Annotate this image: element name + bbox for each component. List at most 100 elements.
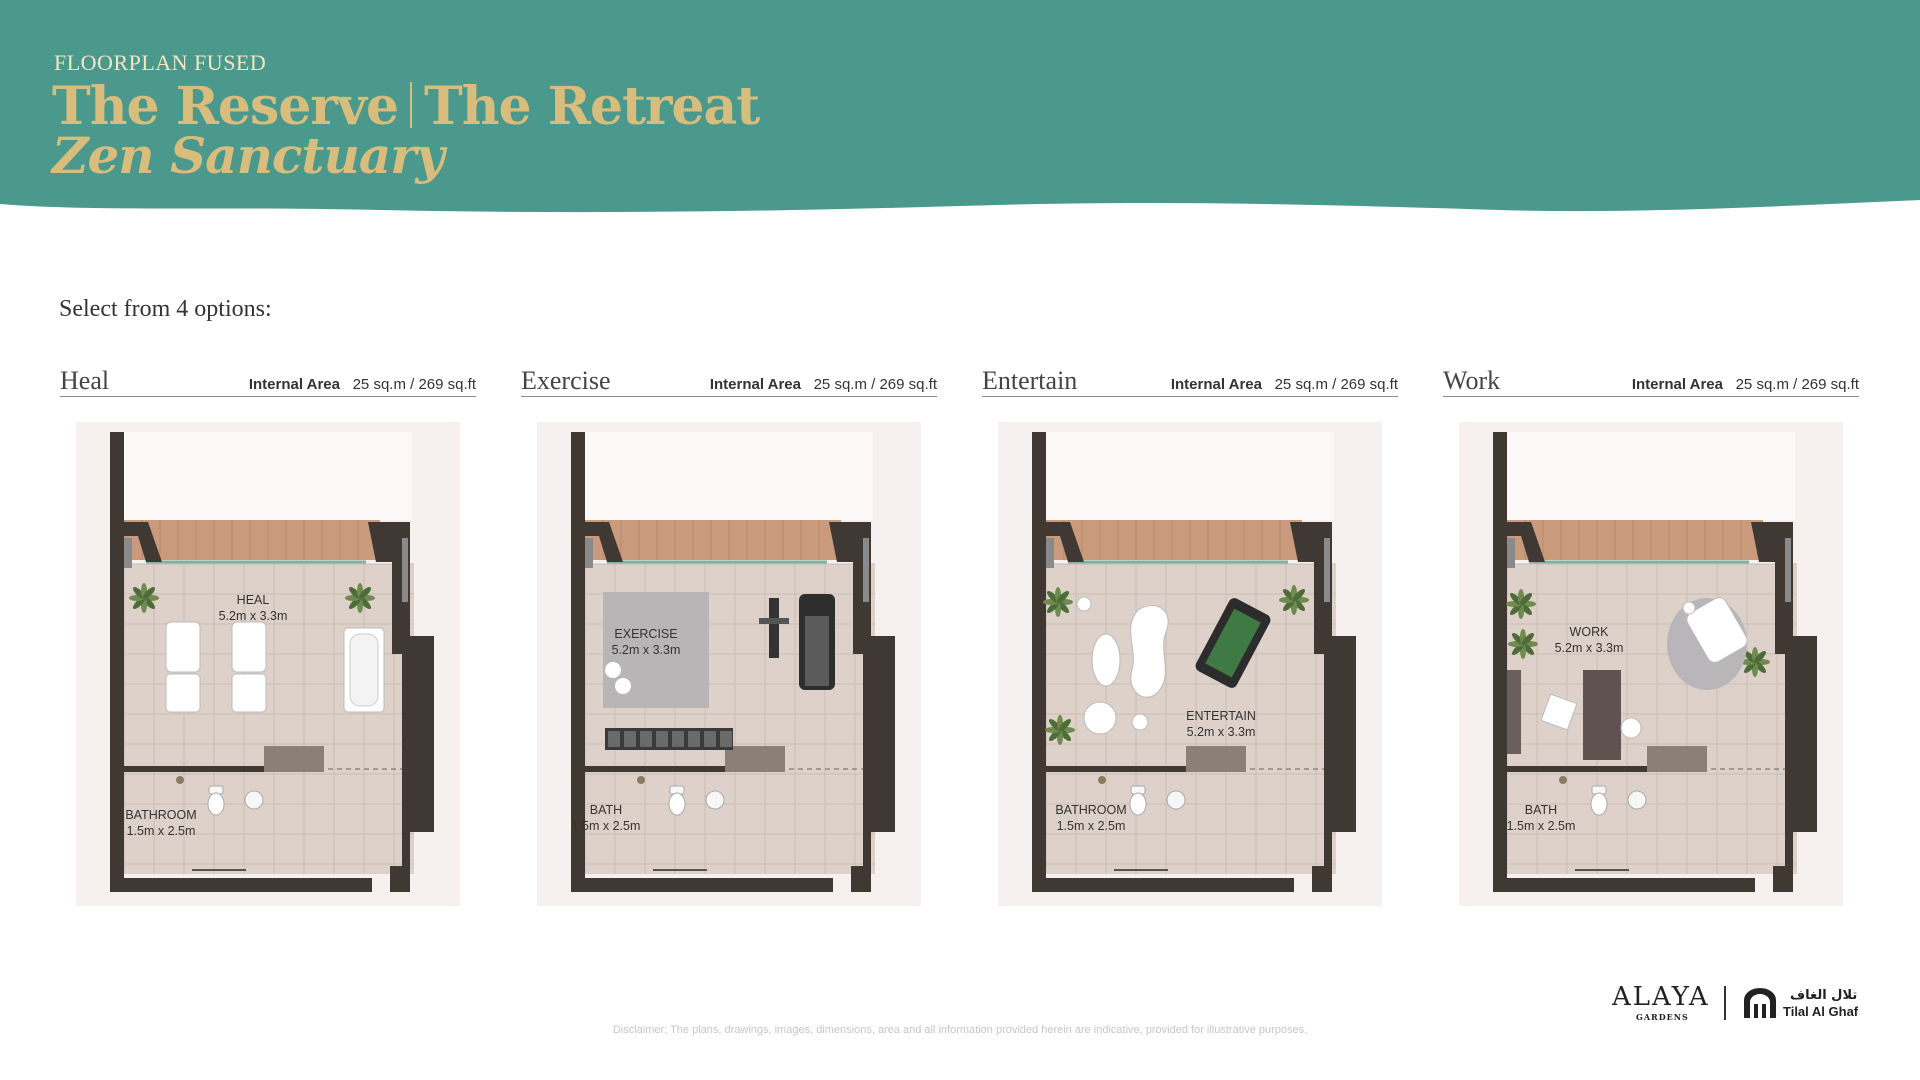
wall-corner-left [585, 522, 623, 562]
main-room-name: EXERCISE [614, 627, 678, 641]
option-name: Work [1443, 366, 1501, 395]
bath-room-name: BATH [589, 803, 623, 817]
wall-bottom [1493, 878, 1755, 892]
bath-room-label: BATHROOM 1.5m x 2.5m [106, 807, 216, 839]
bathroom-partition [585, 766, 785, 772]
wall-left [110, 432, 124, 892]
coffee-table-icon [1091, 633, 1121, 687]
floorplan-drawing [76, 422, 460, 906]
area-label: Internal Area [248, 376, 340, 393]
wall-bottom [571, 878, 833, 892]
bath-room-label: BATHROOM 1.5m x 2.5m [1036, 802, 1146, 834]
area-value: 25 sq.m / 269 sq.ft [813, 376, 937, 393]
floorplan-drawing [1459, 422, 1843, 906]
main-room-dims: 5.2m x 3.3m [1186, 725, 1256, 739]
main-room-dims: 5.2m x 3.3m [611, 643, 681, 657]
option-header: Exercise Internal Area 25 sq.m / 269 sq.… [521, 364, 937, 397]
basin-icon [244, 790, 264, 810]
wall-detail [1324, 538, 1330, 602]
title-reserve: The Reserve [52, 76, 399, 137]
options-intro: Select from 4 options: [59, 296, 272, 322]
main-room-name: HEAL [236, 593, 270, 607]
fixture-icon [176, 776, 184, 784]
main-room-dims: 5.2m x 3.3m [1554, 641, 1624, 655]
fixture-icon [1098, 776, 1106, 784]
option-header: Entertain Internal Area 25 sq.m / 269 sq… [982, 364, 1398, 397]
basin-icon [705, 790, 725, 810]
dumbbell-rack-icon [605, 728, 733, 750]
terrace-area [1034, 432, 1334, 520]
desk-icon [1583, 670, 1621, 760]
wall-right [1751, 522, 1817, 892]
plant-icon [1508, 629, 1538, 659]
wall-corner-left [124, 522, 162, 562]
bathroom-partition [124, 766, 324, 772]
tiled-floor [124, 564, 414, 874]
area-value: 25 sq.m / 269 sq.ft [352, 376, 476, 393]
vanity-counter [1647, 746, 1707, 772]
floorplan-work: WORK 5.2m x 3.3m BATH 1.5m x 2.5m [1459, 422, 1843, 906]
eyebrow-label: FLOORPLAN FUSED [54, 50, 267, 75]
alaya-gardens-text: GARDENS [1636, 1012, 1689, 1022]
stool-icon [605, 662, 621, 678]
area-label: Internal Area [709, 376, 801, 393]
title-divider [410, 82, 413, 128]
vanity-counter [1186, 746, 1246, 772]
option-name: Heal [60, 366, 110, 395]
fixture-icon [1559, 776, 1567, 784]
tilal-al-ghaf-logo: Tilal Al Ghaf [1783, 1004, 1859, 1019]
terrace-area [112, 432, 412, 520]
side-table-icon [1131, 713, 1149, 731]
wall-right [368, 522, 434, 892]
terrace-area [1495, 432, 1795, 520]
main-room-name: WORK [1569, 625, 1609, 639]
wall-corner-left [1046, 522, 1084, 562]
bath-room-label: BATH 1.5m x 2.5m [1486, 802, 1596, 834]
plant-icon [1506, 589, 1536, 619]
area-value: 25 sq.m / 269 sq.ft [1274, 376, 1398, 393]
timber-deck [585, 520, 841, 560]
option-header: Work Internal Area 25 sq.m / 269 sq.ft [1443, 364, 1859, 397]
area-label: Internal Area [1631, 376, 1723, 393]
bath-room-label: BATH 1.5m x 2.5m [551, 802, 661, 834]
wall-left [571, 432, 585, 892]
main-room-label: ENTERTAIN 5.2m x 3.3m [1166, 708, 1276, 740]
disclaimer: Disclaimer: The plans, drawings, images,… [612, 1024, 1308, 1036]
option-work: Work Internal Area 25 sq.m / 269 sq.ft W… [1443, 364, 1859, 924]
bath-room-name: BATHROOM [125, 808, 197, 822]
basin-icon [1166, 790, 1186, 810]
wall-right [1290, 522, 1356, 892]
lounge-chair-icon [1686, 597, 1748, 663]
header-wave-background [0, 0, 1920, 213]
vanity-counter [264, 746, 324, 772]
tilal-al-ghaf-arabic: تلال الغاف [1790, 988, 1858, 1003]
bath-room-name: BATH [1524, 803, 1558, 817]
bath-room-name: BATHROOM [1055, 803, 1127, 817]
weight-machine-icon [769, 598, 779, 658]
plant-icon [1045, 715, 1075, 745]
wall-detail [863, 538, 869, 602]
terrace-area [573, 432, 873, 520]
page-subtitle: Zen Sanctuary [52, 126, 445, 185]
tilal-al-ghaf-icon [1744, 988, 1776, 1018]
floorplan-drawing [537, 422, 921, 906]
plant-icon [345, 583, 375, 613]
bath-room-dims: 1.5m x 2.5m [126, 824, 196, 838]
stool-icon [615, 678, 631, 694]
armchair-icon [1083, 701, 1117, 735]
wall-right [829, 522, 895, 892]
plant-icon [1740, 647, 1770, 677]
main-room-label: HEAL 5.2m x 3.3m [198, 592, 308, 624]
main-room-label: WORK 5.2m x 3.3m [1534, 624, 1644, 656]
timber-deck [124, 520, 380, 560]
floorplan-exercise: EXERCISE 5.2m x 3.3m BATH 1.5m x 2.5m [537, 422, 921, 906]
chair-icon [1540, 693, 1578, 731]
floorplan-heal: HEAL 5.2m x 3.3m BATHROOM 1.5m x 2.5m [76, 422, 460, 906]
bath-room-dims: 1.5m x 2.5m [571, 819, 641, 833]
bath-room-dims: 1.5m x 2.5m [1506, 819, 1576, 833]
vanity-counter [725, 746, 785, 772]
wall-detail [402, 538, 408, 602]
massage-bed-icon [165, 621, 201, 673]
option-entertain: Entertain Internal Area 25 sq.m / 269 sq… [982, 364, 1398, 924]
